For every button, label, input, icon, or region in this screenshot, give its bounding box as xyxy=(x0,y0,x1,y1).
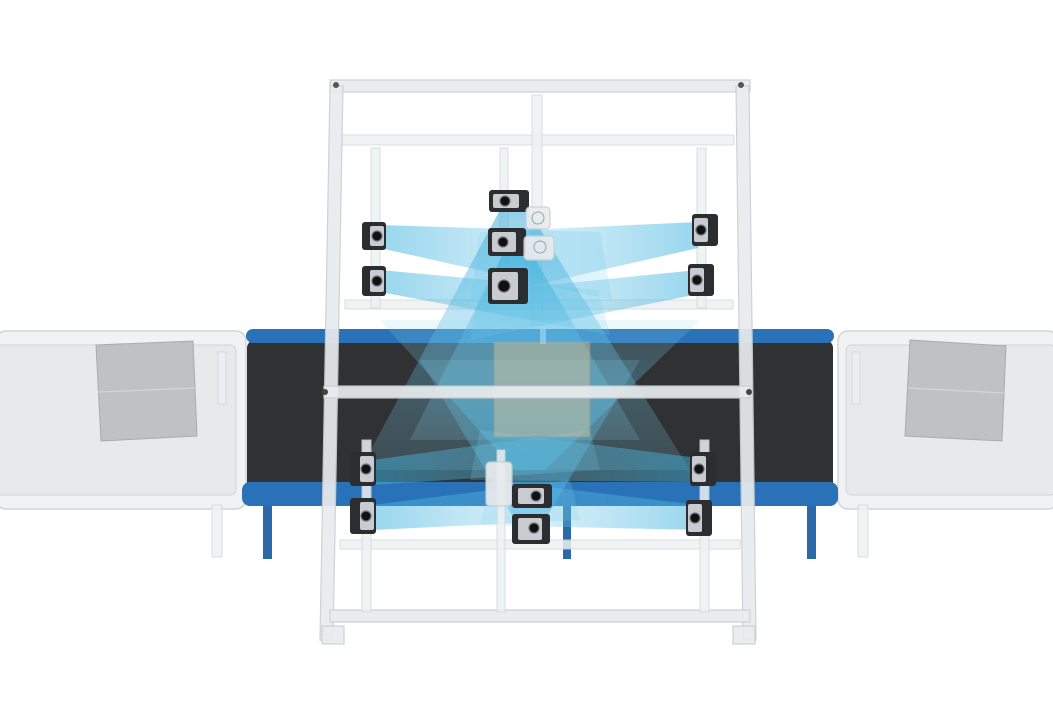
camera-top-center-upper xyxy=(489,190,551,230)
right-package-box xyxy=(904,339,1007,442)
camera-bottom-left-upper xyxy=(350,452,376,486)
camera-top-left-upper xyxy=(362,222,386,250)
camera-top-right-upper xyxy=(692,214,718,246)
camera-bottom-left-lower xyxy=(350,498,376,534)
camera-bottom-center-upper xyxy=(485,461,552,508)
camera-bottom-right-lower xyxy=(686,500,712,536)
camera-top-center-lower xyxy=(488,268,528,304)
left-package-box xyxy=(95,340,198,442)
right-conveyor xyxy=(837,330,1053,558)
camera-top-center-middle xyxy=(488,228,555,261)
frame-front xyxy=(319,79,757,645)
camera-top-left-lower xyxy=(362,266,386,296)
camera-bottom-center-lower xyxy=(512,514,550,544)
camera-bottom-right-upper xyxy=(690,452,716,486)
left-conveyor xyxy=(0,330,247,558)
camera-top-right-lower xyxy=(688,264,714,296)
